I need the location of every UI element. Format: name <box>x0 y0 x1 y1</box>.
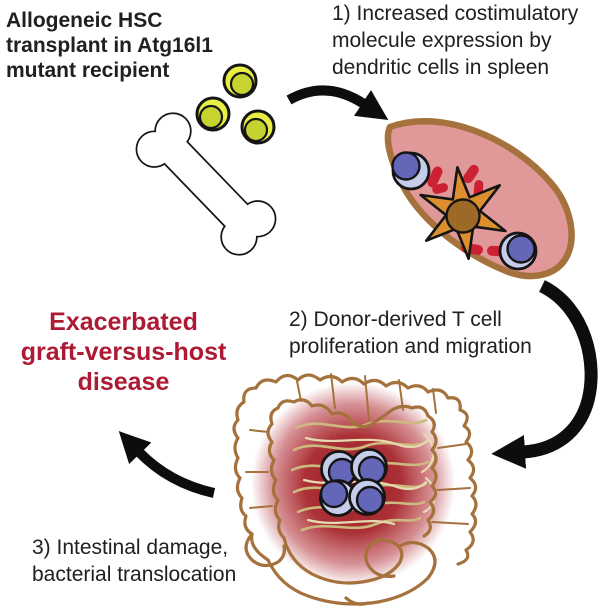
step1-label: 1) Increased costimulatory molecule expr… <box>332 2 579 79</box>
donor-hsc-cells-icon <box>195 63 276 145</box>
cycle-arrow-2 <box>491 280 598 469</box>
bone-icon <box>135 112 277 256</box>
step3-label: 3) Intestinal damage, bacterial transloc… <box>32 536 237 586</box>
colon-outline <box>232 373 478 606</box>
outcome-text: Exacerbated graft-versus-host disease <box>20 308 227 396</box>
spleen-icon <box>384 117 575 280</box>
cycle-arrow-1 <box>286 85 389 121</box>
t-cell-cluster-icon <box>319 448 388 517</box>
dendritic-cell-icon <box>419 166 507 261</box>
cycle-arrow-3 <box>118 431 216 498</box>
step2-label: 2) Donor-derived T cell proliferation an… <box>289 308 532 358</box>
inflammation-glow <box>251 382 455 586</box>
title-text: Allogeneic HSC transplant in Atg16l1 mut… <box>6 9 213 82</box>
intestine-icon <box>232 373 478 606</box>
t-cell-icon <box>391 151 538 271</box>
